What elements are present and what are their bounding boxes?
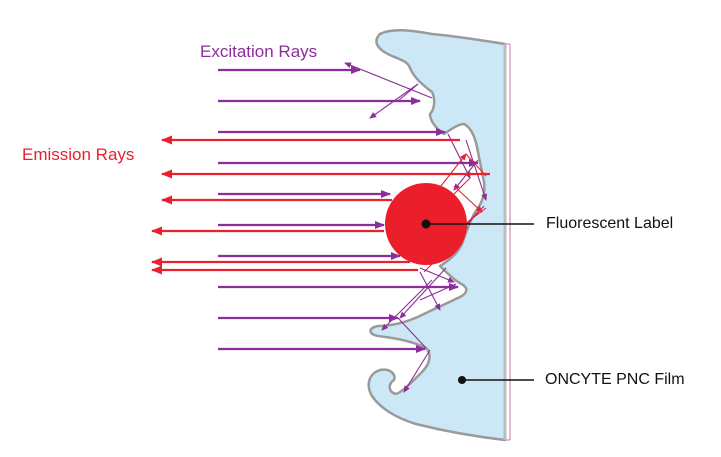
reflection-ray: [465, 139, 487, 201]
reflection-ray: [419, 283, 457, 301]
excitation-rays: [218, 66, 479, 353]
pnc-film-label: ONCYTE PNC Film: [545, 371, 685, 388]
reflection-ray: [399, 267, 447, 319]
excitation-rays-label: Excitation Rays: [200, 42, 318, 61]
reflection-ray: [369, 83, 419, 119]
fluorescent-label-text: Fluorescent Label: [546, 215, 674, 232]
reflection-ray: [447, 133, 471, 179]
reflection-ray: [419, 271, 441, 311]
pnc-film: [367, 29, 507, 442]
reflection-ray: [397, 317, 427, 349]
emission-rays: [151, 135, 490, 275]
reflection-ray: [381, 279, 433, 331]
reflection-ray: [403, 349, 431, 393]
emission-rays-label: Emission Rays: [22, 145, 135, 164]
emission-reflection: [453, 185, 483, 213]
reflection-ray: [397, 83, 419, 102]
emission-reflection: [465, 153, 487, 177]
reflection-ray: [344, 62, 433, 99]
